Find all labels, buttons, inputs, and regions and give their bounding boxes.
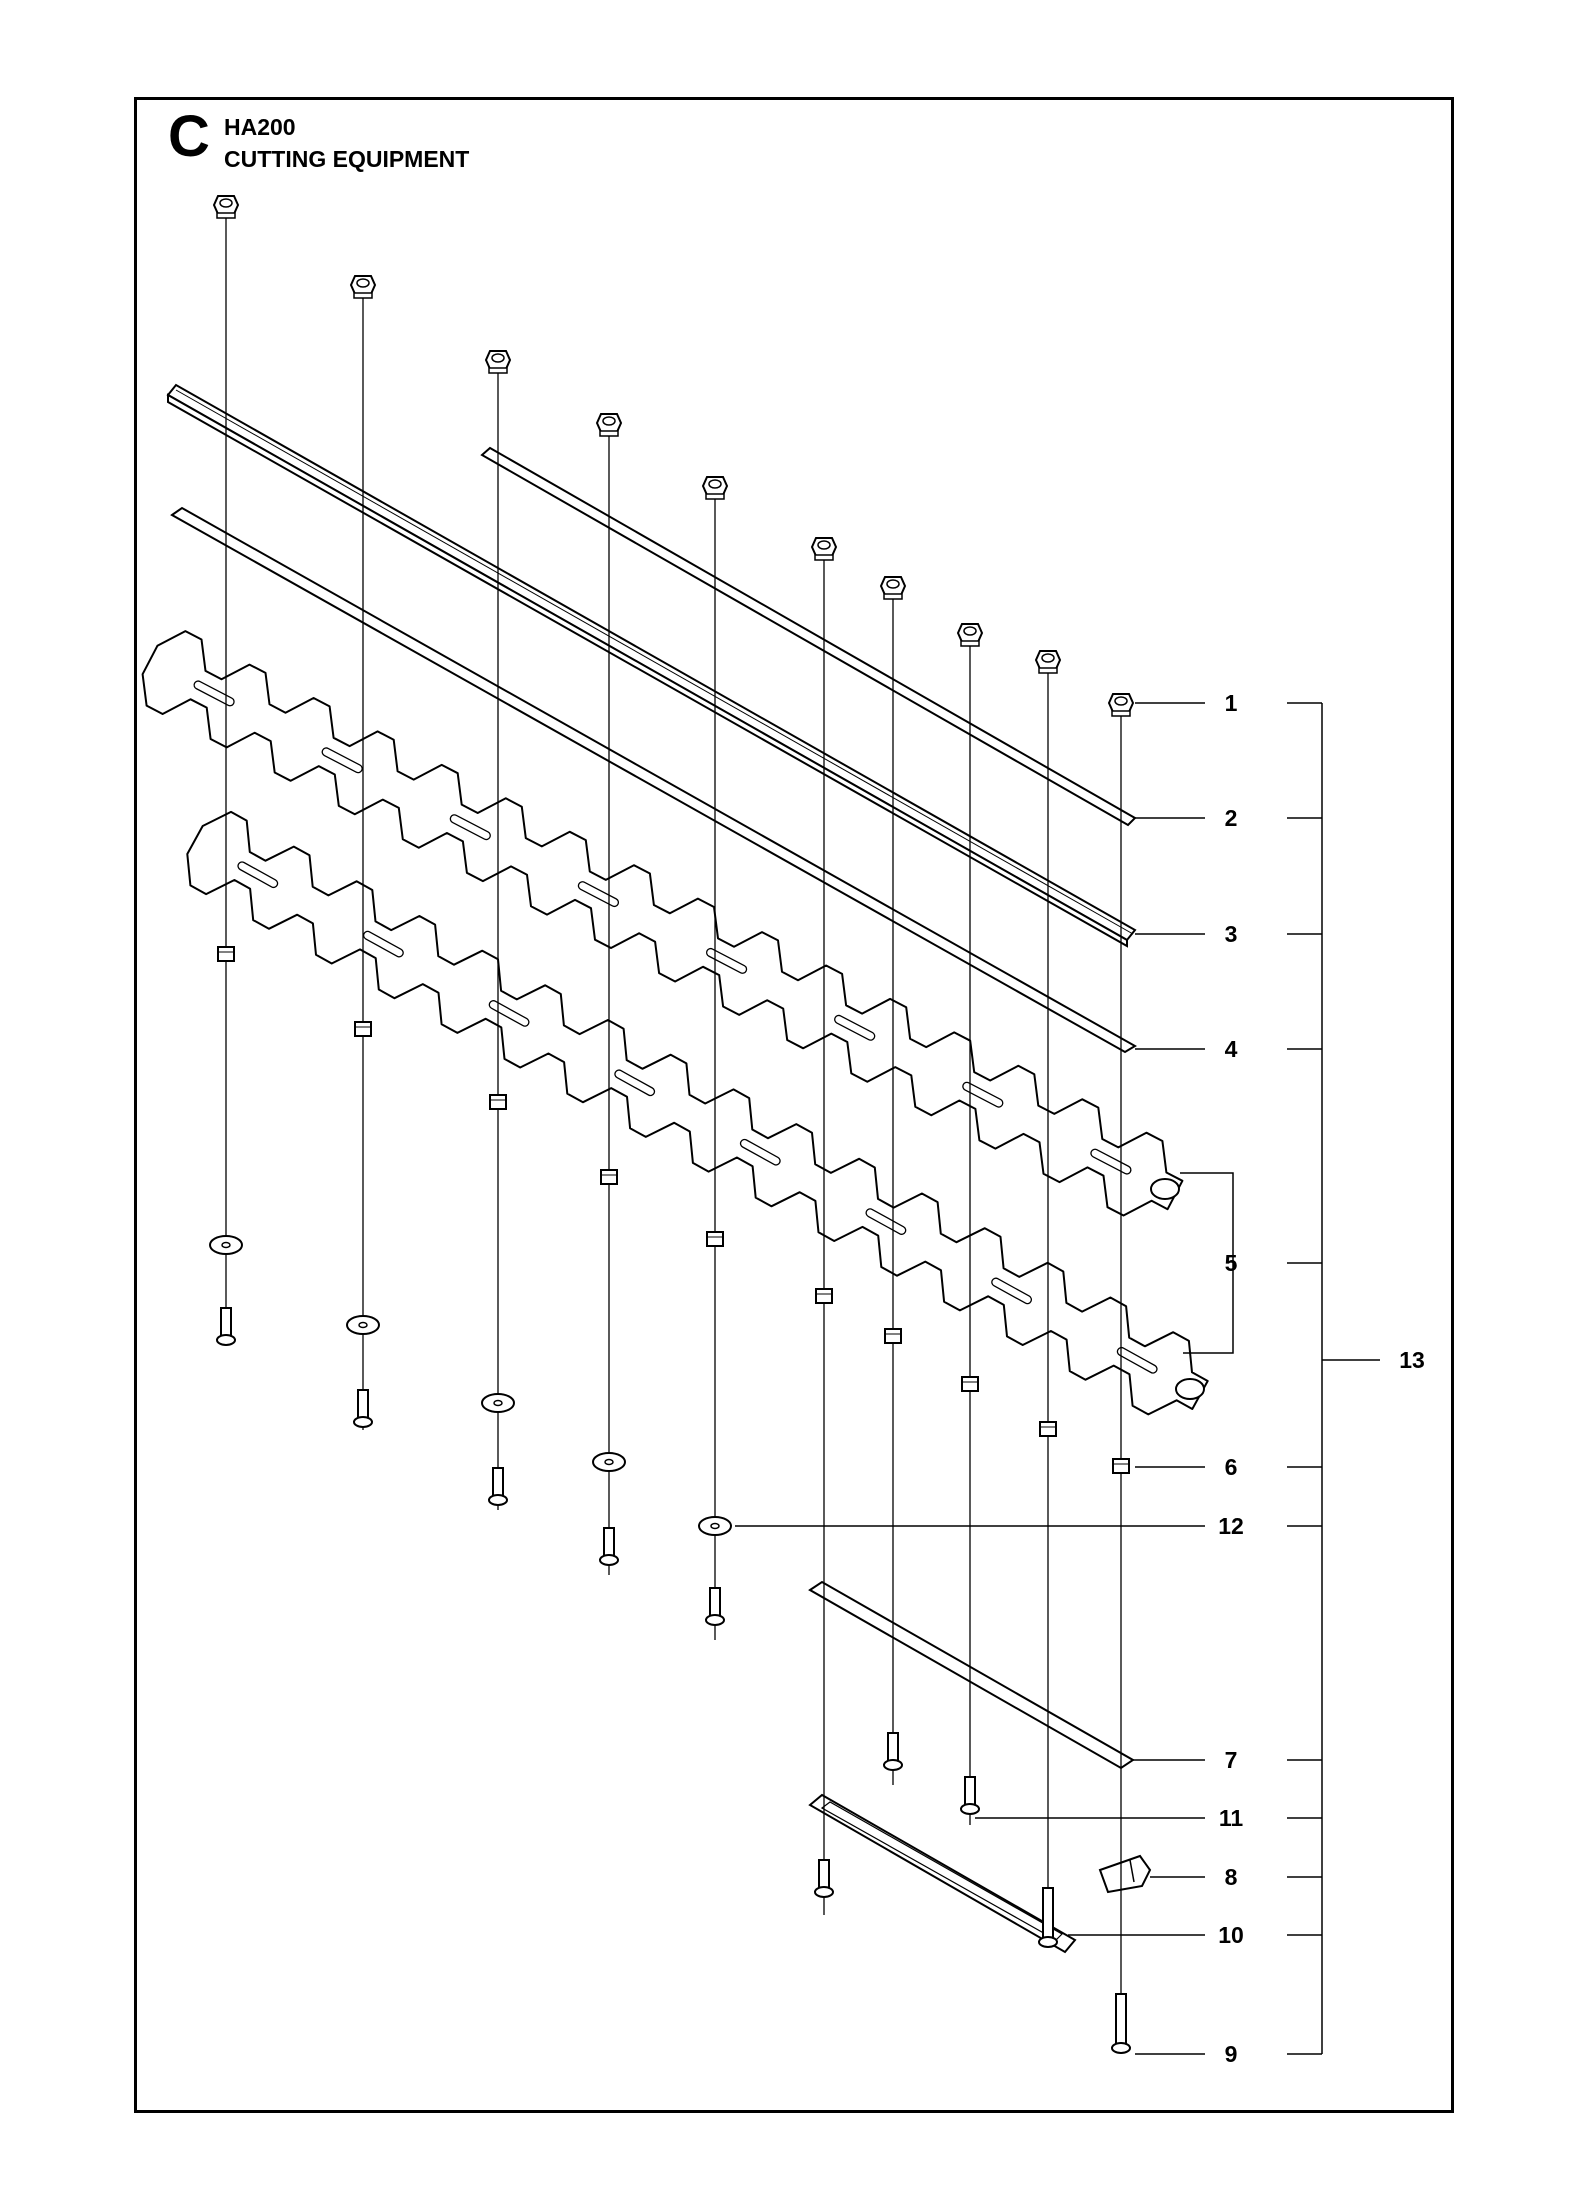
callout-3: 3 (1225, 921, 1238, 947)
callout-6: 6 (1225, 1454, 1238, 1480)
callout-11: 11 (1219, 1805, 1244, 1831)
leader-lines (735, 702, 1380, 2055)
callout-9: 9 (1225, 2041, 1238, 2067)
fastener-stacks (209, 195, 1134, 2054)
lower-blade (186, 810, 1209, 1416)
guide-rail (166, 383, 1137, 948)
upper-blade (141, 630, 1184, 1217)
callout-10: 10 (1218, 1922, 1244, 1948)
callout-12: 12 (1218, 1513, 1244, 1539)
callout-8: 8 (1225, 1864, 1238, 1890)
callout-13: 13 (1399, 1347, 1425, 1373)
callout-1: 1 (1225, 690, 1238, 716)
blade-guide (808, 1793, 1077, 1954)
page-frame (134, 97, 1454, 2113)
section-letter: C (168, 104, 210, 169)
callout-5: 5 (1225, 1250, 1238, 1276)
bracket (1098, 1854, 1152, 1894)
callout-2: 2 (1225, 805, 1238, 831)
lower-plate (808, 1580, 1135, 1770)
callout-7: 7 (1225, 1747, 1238, 1773)
model-name: HA200 (224, 114, 296, 140)
callout-4: 4 (1225, 1036, 1238, 1062)
page-title: CUTTING EQUIPMENT (224, 146, 470, 172)
blade-cover-plate (170, 506, 1137, 1054)
